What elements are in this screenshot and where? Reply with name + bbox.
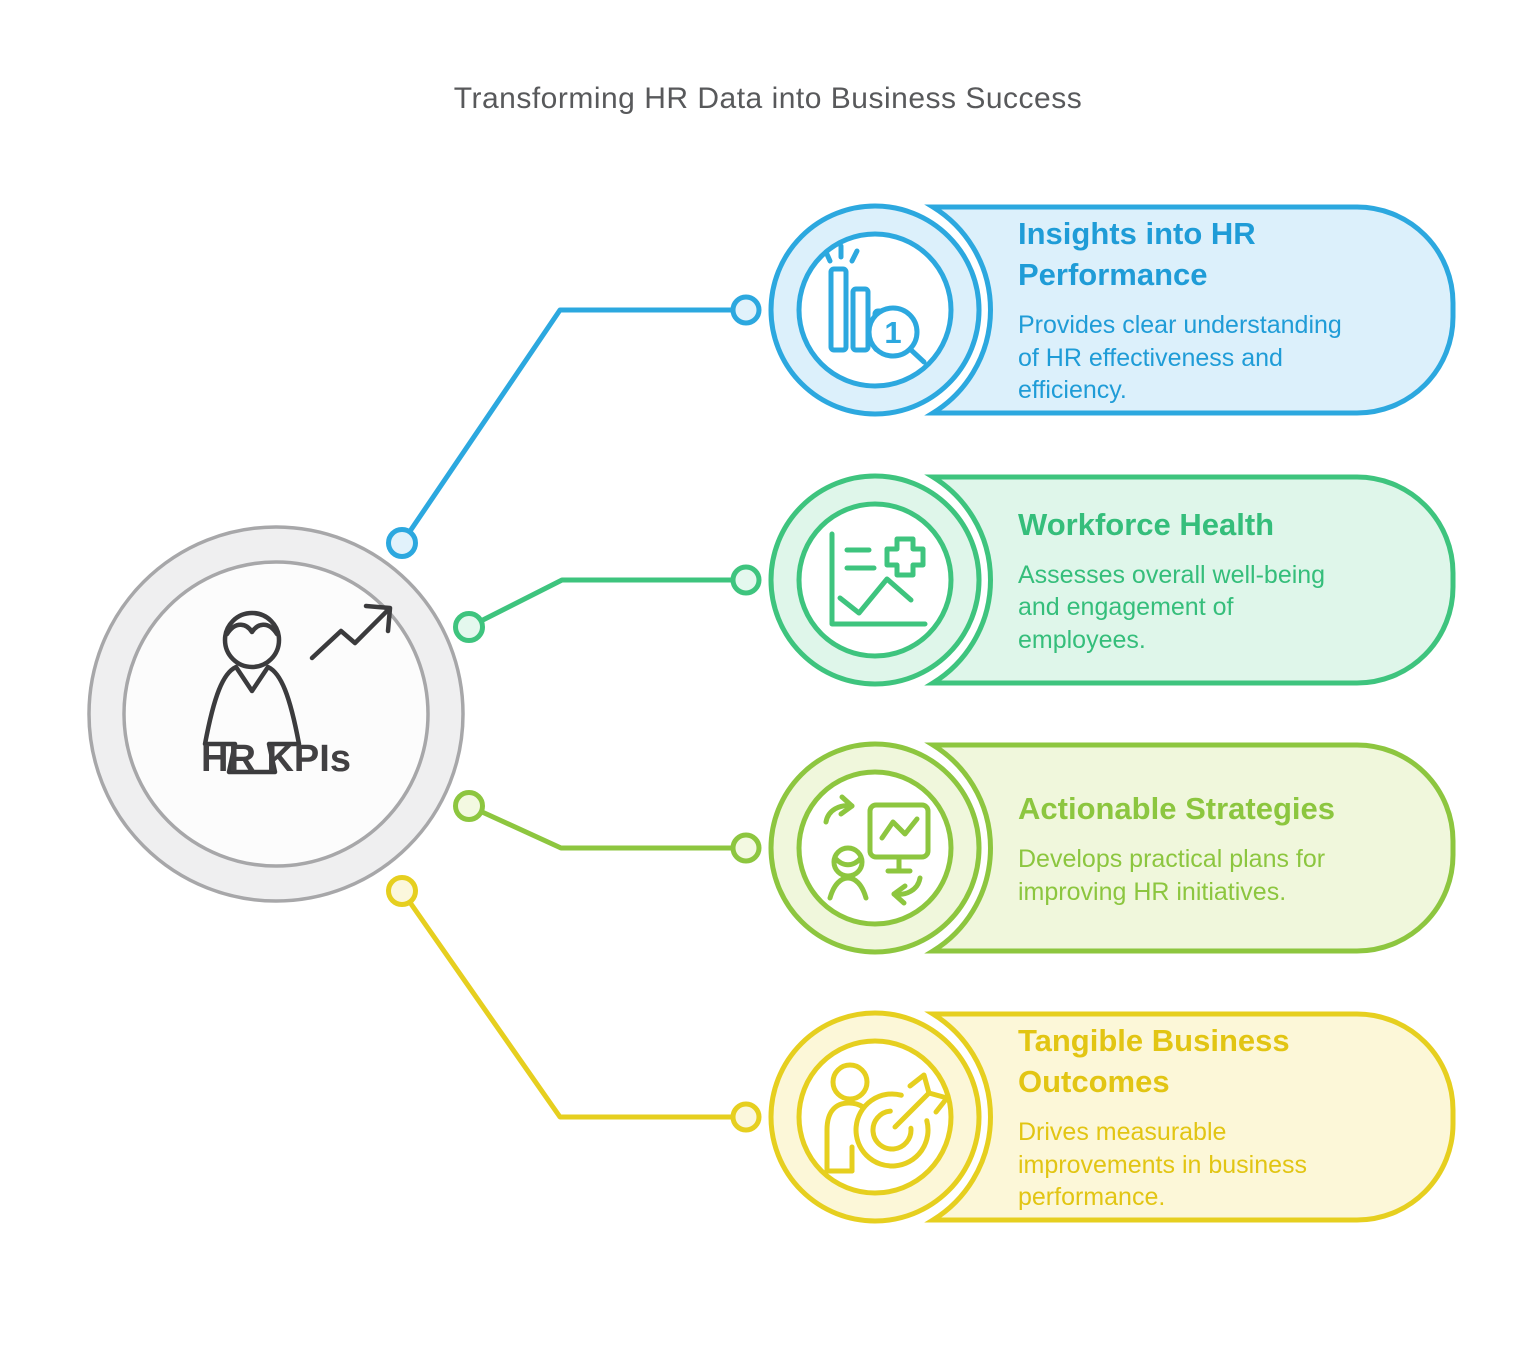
card-body: Drives measurable improvements in busine… (1018, 1118, 1308, 1212)
card-shape (924, 1011, 1456, 1223)
card-business-outcomes-text: Tangible Business Outcomes Drives measur… (1018, 1014, 1418, 1220)
card-shape (924, 474, 1456, 686)
card-title: Actionable Strategies (1018, 791, 1335, 826)
card-title: Workforce Health (1018, 506, 1275, 542)
card-body: Provides clear understanding of HR effec… (1018, 311, 1342, 405)
connector-end-dot (730, 1101, 762, 1133)
badge-number: 1 (884, 315, 901, 350)
connector-line (467, 803, 746, 851)
card-shape (924, 204, 1456, 416)
connector-end-dot (730, 832, 762, 864)
card-insights-text: Insights into HR Performance Provides cl… (1018, 207, 1418, 413)
card-body: Develops practical plans for improving H… (1018, 845, 1326, 906)
person-growth-arrow-icon (202, 603, 393, 775)
card-actionable-strategies-text: Actionable Strategies Develops practical… (1018, 745, 1418, 951)
bar-chart-magnifier-icon: 1 (823, 243, 927, 365)
branch-insights: 1 (386, 203, 1456, 559)
center-node-label: HR KPIs (201, 738, 351, 780)
card-workforce-health-text: Workforce Health Assesses overall well-b… (1018, 477, 1418, 683)
card-body: Assesses overall well-being and engageme… (1018, 560, 1326, 654)
connector-start-dot (386, 875, 418, 907)
connector-end-dot (730, 564, 762, 596)
card-title: Insights into HR Performance (1018, 216, 1256, 293)
health-chart-icon (829, 531, 928, 627)
connector-start-dot (453, 611, 485, 643)
person-target-dart-icon (824, 1062, 950, 1174)
person-screen-sync-icon (823, 794, 931, 906)
center-node (87, 525, 465, 903)
connector-end-dot (730, 294, 762, 326)
connector-start-dot (453, 790, 485, 822)
branch-workforce-health (453, 473, 1456, 687)
badge-inner-circle (796, 501, 954, 659)
card-title: Tangible Business Outcomes (1018, 1023, 1290, 1100)
connector-start-dot (386, 527, 418, 559)
connector-line (399, 307, 746, 545)
connector-line (399, 889, 746, 1120)
connector-line (467, 577, 746, 630)
card-shape (924, 742, 1456, 954)
branch-business-outcomes (386, 875, 1456, 1224)
page-title: Transforming HR Data into Business Succe… (453, 82, 1083, 115)
branch-actionable-strategies (453, 741, 1456, 955)
